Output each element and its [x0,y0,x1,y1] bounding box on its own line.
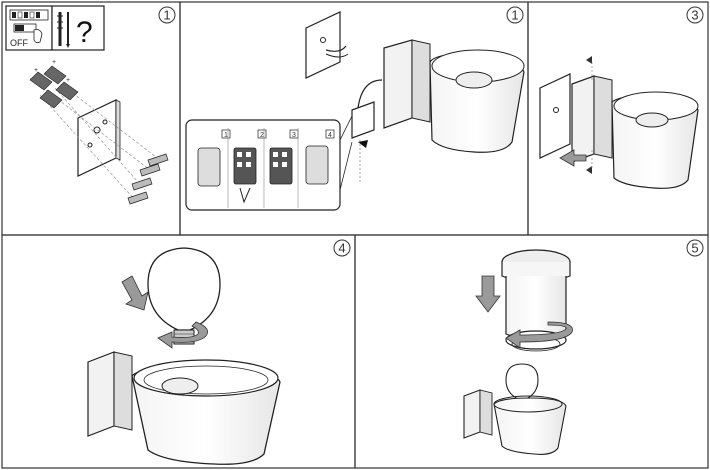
panel-frame-5 [354,234,709,469]
step-badge-p3: 3 [686,6,704,24]
rotate-arrow-icon [157,321,209,349]
step-number: 4 [338,241,345,256]
wall-plate-with-cable [305,11,349,79]
step-number: 1 [163,8,170,23]
step-badge-p2: 1 [506,6,524,24]
svg-text:+: + [66,77,70,84]
wall-plugs: + + + [29,59,161,201]
svg-text:+: + [52,59,56,66]
wiring-step-label: 1 [224,132,228,139]
down-arrow-icon [121,275,149,311]
lamp-body-p2 [383,39,525,153]
wiring-step-label: 3 [292,132,296,139]
wiring-inset: 1 2 3 4 [185,115,353,211]
down-arrow-icon [475,275,501,313]
lamp-body-p4 [87,351,281,465]
wiring-step-2: 2 [233,128,267,208]
screws [127,153,169,205]
lamp-mounted-p3 [539,73,699,189]
step-badge-p1: 1 [158,6,176,24]
push-arrow-icon [559,149,587,167]
power-off-label: OFF [10,38,28,48]
rotate-arrow-icon [505,321,573,349]
fixing-screws-p3 [586,56,593,174]
wiring-step-label: 4 [328,132,332,139]
wiring-step-1: 1 [197,128,231,208]
light-bulb-p4 [147,247,221,345]
step-number: 1 [511,8,518,23]
step-badge-p5: 5 [686,239,704,257]
wiring-step-3: 3 [269,128,299,208]
connector-box [351,79,383,184]
svg-text:+: + [34,67,38,74]
power-switch-icon: OFF [5,5,53,51]
question-mark-label: ? [76,16,93,49]
screwdriver-drill-icon: ? [51,5,105,51]
wiring-step-4: 4 [305,129,335,185]
step-number: 3 [691,8,698,23]
step-badge-p4: 4 [333,239,351,257]
step-number: 5 [691,241,698,256]
lamp-with-bulb-p5 [463,363,567,455]
wiring-step-label: 2 [260,132,264,139]
